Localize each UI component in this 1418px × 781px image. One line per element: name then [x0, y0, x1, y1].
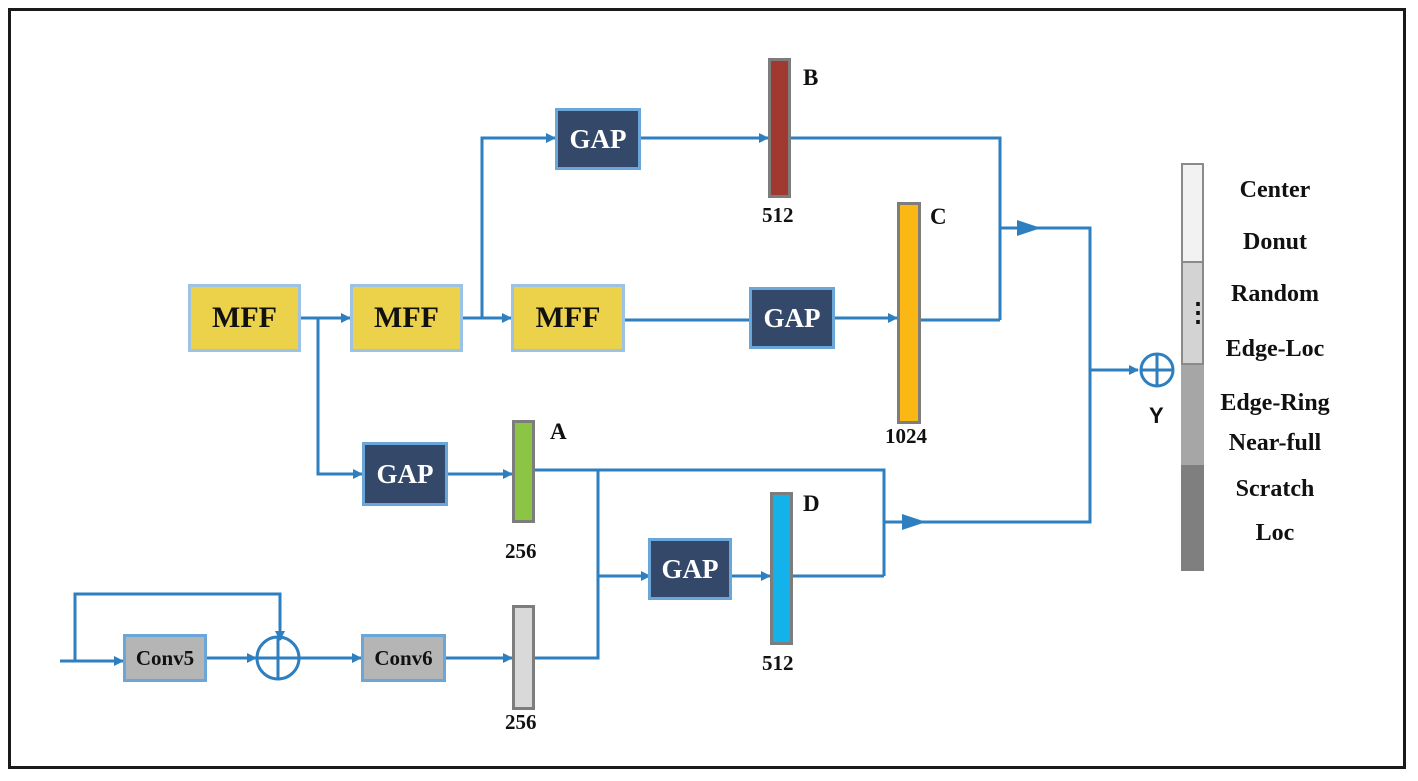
gap-block-mid: GAP — [749, 287, 835, 349]
mff-block-2: MFF — [350, 284, 463, 352]
feature-bar-a — [512, 420, 535, 523]
feature-size-c: 1024 — [885, 424, 927, 448]
class-label: Edge-Ring — [1220, 390, 1330, 416]
output-segment-4 — [1181, 465, 1204, 571]
class-label: Near-full — [1228, 430, 1322, 456]
feature-bar-d — [770, 492, 793, 645]
output-segment-1 — [1181, 163, 1204, 263]
mff-block-1: MFF — [188, 284, 301, 352]
class-label: Scratch — [1235, 476, 1315, 502]
feature-label-a: A — [550, 419, 567, 444]
class-label: Loc — [1255, 520, 1295, 546]
feature-label-b: B — [803, 65, 819, 90]
output-segment-3 — [1181, 365, 1204, 465]
add-node-output — [1139, 352, 1175, 388]
feature-size-a: 256 — [505, 539, 537, 563]
mff-block-3: MFF — [511, 284, 625, 352]
feature-label-d: D — [803, 491, 820, 516]
class-label: Donut — [1242, 229, 1308, 255]
diagram-frame — [8, 8, 1406, 769]
feature-size-b: 512 — [762, 203, 794, 227]
feature-size-conv-out: 256 — [505, 710, 537, 734]
feature-bar-c — [897, 202, 921, 424]
class-label: Center — [1239, 177, 1311, 203]
gap-block-bottom: GAP — [648, 538, 732, 600]
output-label-y: Y — [1149, 403, 1164, 428]
feature-label-c: C — [930, 204, 947, 229]
class-label: Random — [1230, 281, 1320, 307]
feature-bar-conv-out — [512, 605, 535, 710]
feature-size-d: 512 — [762, 651, 794, 675]
class-label: Edge-Loc — [1225, 336, 1325, 362]
gap-block-left: GAP — [362, 442, 448, 506]
output-segment-2 — [1181, 263, 1204, 365]
output-ellipsis: ⋮ — [1185, 298, 1211, 327]
gap-block-top: GAP — [555, 108, 641, 170]
feature-bar-b — [768, 58, 791, 198]
conv6-block: Conv6 — [361, 634, 446, 682]
conv5-block: Conv5 — [123, 634, 207, 682]
add-node-conv — [255, 635, 301, 681]
